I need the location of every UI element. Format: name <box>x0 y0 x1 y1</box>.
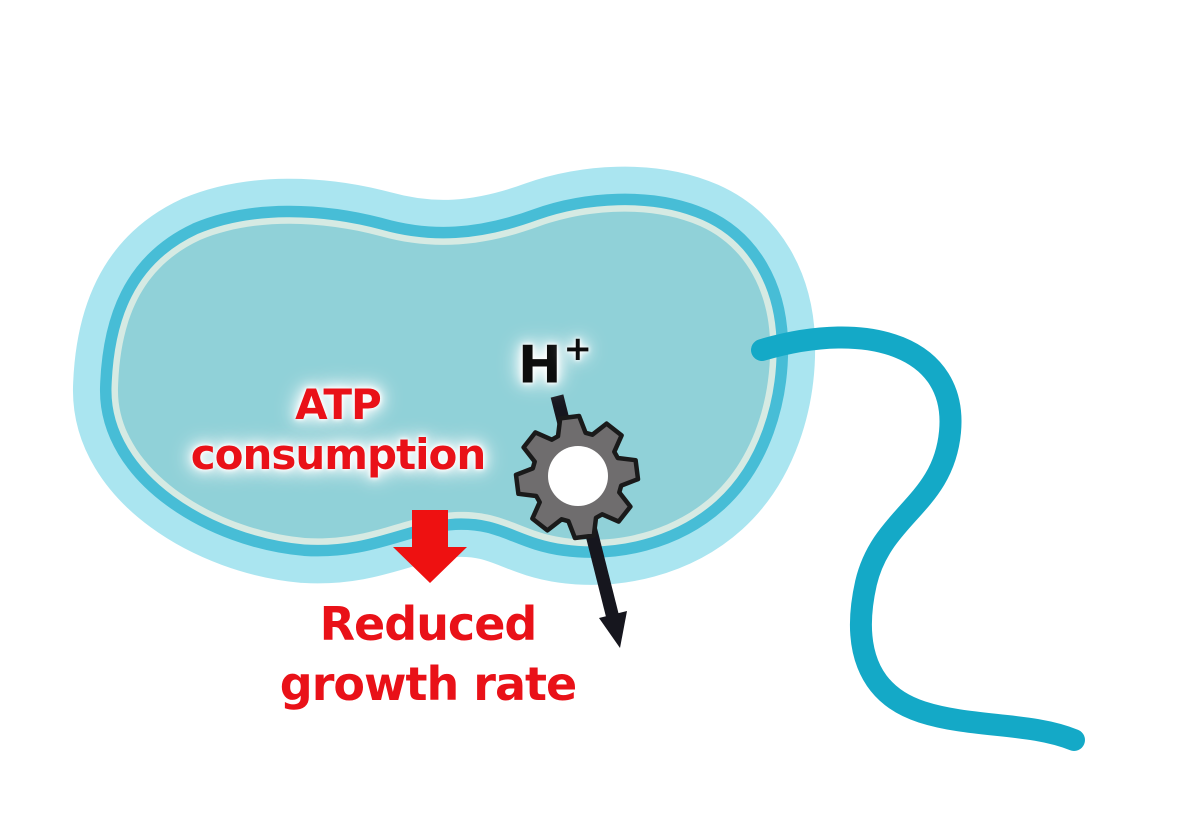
gear-hub <box>548 446 608 506</box>
reduced-growth-rate-label: Reduced growth rate <box>258 594 598 714</box>
red-down-block-arrow-icon <box>393 510 467 583</box>
atp-label-line1: ATP <box>295 380 382 429</box>
outcome-label-line1: Reduced <box>319 597 538 651</box>
atp-label-line2: consumption <box>190 430 487 479</box>
cell-cytoplasm <box>117 211 771 540</box>
outcome-label-line2: growth rate <box>279 657 577 711</box>
proton-flux-arrowhead <box>599 611 627 648</box>
flagellum-tail <box>751 326 1085 751</box>
proton-label: H+ <box>518 329 638 396</box>
proton-symbol: H <box>518 335 562 396</box>
atp-consumption-label: ATP consumption <box>168 380 508 480</box>
proton-charge: + <box>563 329 593 369</box>
